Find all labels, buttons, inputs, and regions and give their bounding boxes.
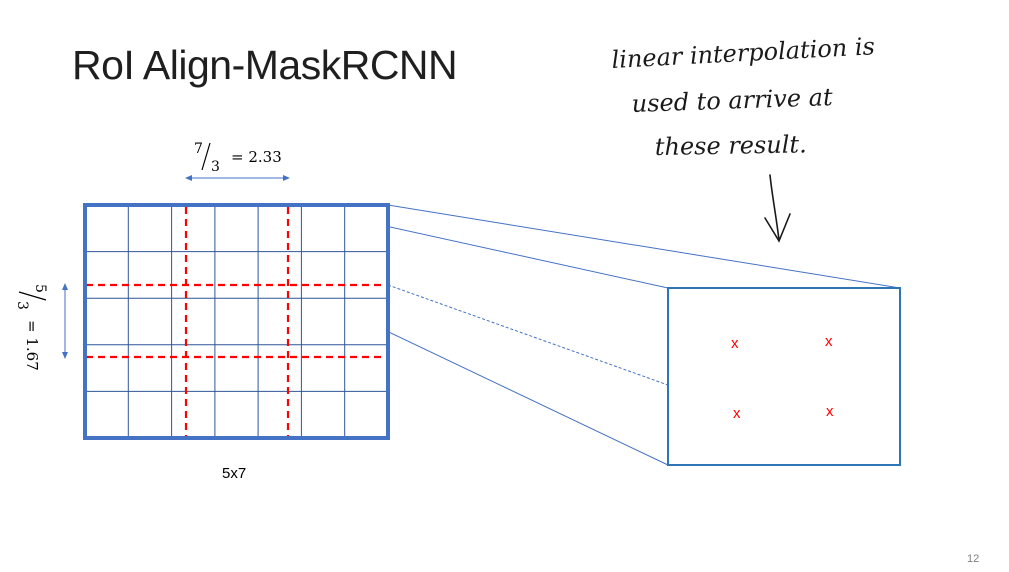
handwritten-annotation: linear interpolation is used to arrive a…: [611, 32, 876, 243]
height-label-numerator: 5: [32, 284, 48, 293]
annotation-arrow: [764, 174, 791, 243]
width-label-value: = 2.33: [231, 148, 282, 166]
feature-grid-border: [83, 203, 390, 440]
height-label-denominator: 3: [14, 301, 30, 310]
annotation-line-3: these result.: [655, 130, 807, 161]
sample-marker-top-left: x: [731, 335, 739, 352]
pooled-output-box: [667, 287, 901, 466]
width-label-denominator: 3: [211, 159, 220, 175]
sample-marker-top-right: x: [825, 333, 833, 350]
annotation-line-2: used to arrive at: [631, 83, 833, 118]
width-arrow-right-head: [283, 175, 290, 181]
pooled-output: x x x x: [667, 287, 901, 466]
annotation-arrow-shaft: [769, 174, 780, 241]
width-dimension: 7 3 = 2.33: [185, 141, 290, 181]
slide-title: RoI Align-MaskRCNN: [72, 42, 458, 88]
height-dimension: 5 3 = 1.67: [14, 283, 68, 371]
projection-line-dashed: [387, 284, 669, 386]
annotation-line-1: linear interpolation is: [611, 32, 876, 74]
sample-marker-bottom-left: x: [733, 405, 741, 422]
feature-grid-fill: [85, 205, 388, 438]
roi-bin-lines: [86, 207, 387, 437]
projection-line-top-right: [387, 204, 901, 289]
grid-size-label: 5x7: [222, 465, 246, 482]
height-label-value: = 1.67: [23, 320, 41, 371]
height-arrow-top-head: [62, 283, 68, 290]
grid-cell-lines: [85, 205, 388, 438]
annotation-arrow-head: [764, 213, 791, 243]
feature-grid: [83, 203, 390, 440]
width-label-slash: [201, 142, 211, 171]
width-label-numerator: 7: [194, 141, 203, 157]
width-arrow-left-head: [185, 175, 192, 181]
sample-marker-bottom-right: x: [826, 403, 834, 420]
slide-number: 12: [967, 553, 980, 565]
height-label-slash: [18, 291, 47, 301]
height-arrow-bottom-head: [62, 352, 68, 359]
